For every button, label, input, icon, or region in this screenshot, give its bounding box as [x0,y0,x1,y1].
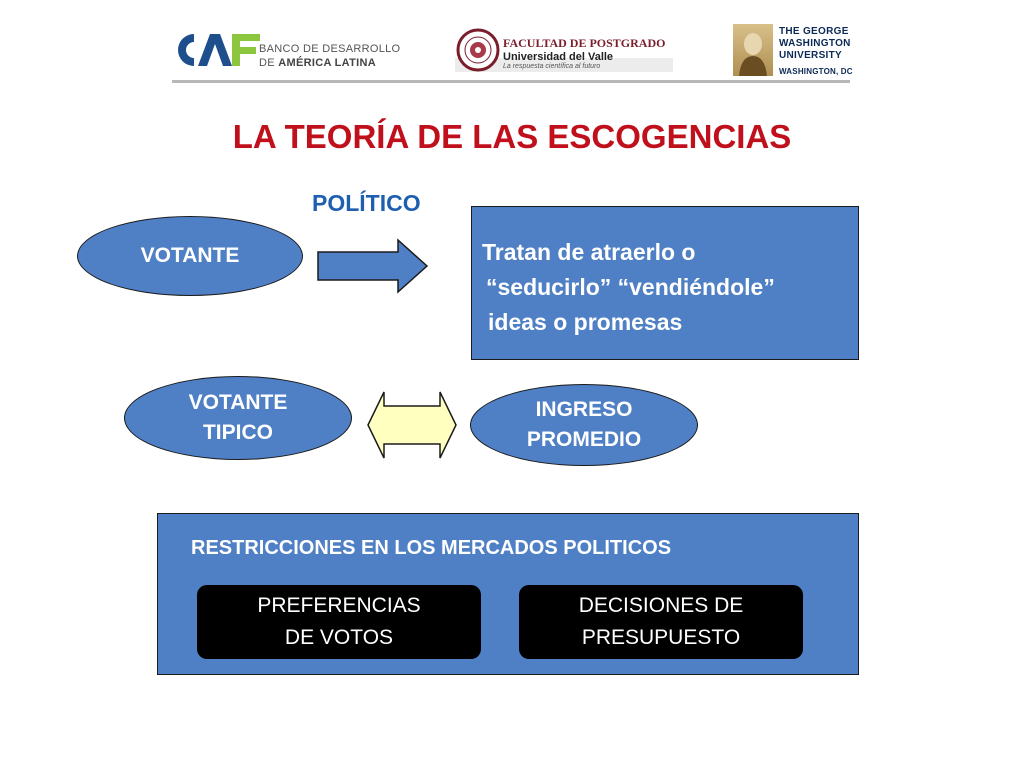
decisiones-line1: DECISIONES DE [578,594,744,617]
gwu-line1: THE GEORGE [779,26,849,37]
preferencias-box: PREFERENCIAS DE VOTOS [197,585,481,659]
votante-tipico-line1: VOTANTE [188,391,288,414]
decisiones-line2: PRESUPUESTO [581,626,741,649]
gwu-line2: WASHINGTON [779,38,851,49]
ingreso-line2: PROMEDIO [526,428,642,451]
caf-line2: DE AMÉRICA LATINA [259,56,400,70]
univalle-line1: FACULTAD DE POSTGRADO [503,36,666,50]
gwu-city: WASHINGTON, DC [779,67,853,76]
header-divider [172,80,850,83]
preferencias-line2: DE VOTOS [284,626,394,649]
ingreso-line1: INGRESO [535,398,633,421]
explanation-line2: “seducirlo” “vendiéndole” [486,274,775,300]
votante-tipico-ellipse: VOTANTE TIPICO [124,376,352,460]
gwu-line3: UNIVERSITY [779,50,843,61]
caf-logo-text: BANCO DE DESARROLLO DE AMÉRICA LATINA [259,42,400,70]
explanation-box: Tratan de atraerlo o “seducirlo” “vendié… [471,206,859,360]
votante-ellipse: VOTANTE [77,216,303,296]
univalle-line3: La respuesta científica al futuro [503,63,601,70]
caf-line2-prefix: DE [259,57,275,69]
univalle-text: FACULTAD DE POSTGRADO Universidad del Va… [503,36,665,70]
explanation-line1: Tratan de atraerlo o [482,239,696,265]
votante-label: VOTANTE [140,244,240,267]
caf-line1: BANCO DE DESARROLLO [259,43,401,55]
politico-label: POLÍTICO [312,190,421,216]
washington-portrait-icon [733,24,773,76]
right-arrow-icon [317,238,429,294]
ingreso-promedio-ellipse: INGRESO PROMEDIO [470,384,698,466]
caf-logo-icon [178,34,260,66]
university-seal-icon [456,28,500,72]
slide-title: LA TEORÍA DE LAS ESCOGENCIAS [232,118,792,155]
restrictions-title: RESTRICCIONES EN LOS MERCADOS POLITICOS [191,537,672,559]
univalle-line2: Universidad del Valle [503,51,614,63]
caf-line2-bold: AMÉRICA LATINA [278,57,376,69]
gwu-logo-text: THE GEORGE WASHINGTON UNIVERSITY [779,26,851,62]
explanation-line3: ideas o promesas [488,309,683,335]
decisiones-box: DECISIONES DE PRESUPUESTO [519,585,803,659]
votante-tipico-line2: TIPICO [202,421,273,444]
double-arrow-icon [367,391,457,459]
preferencias-line1: PREFERENCIAS [257,594,421,617]
